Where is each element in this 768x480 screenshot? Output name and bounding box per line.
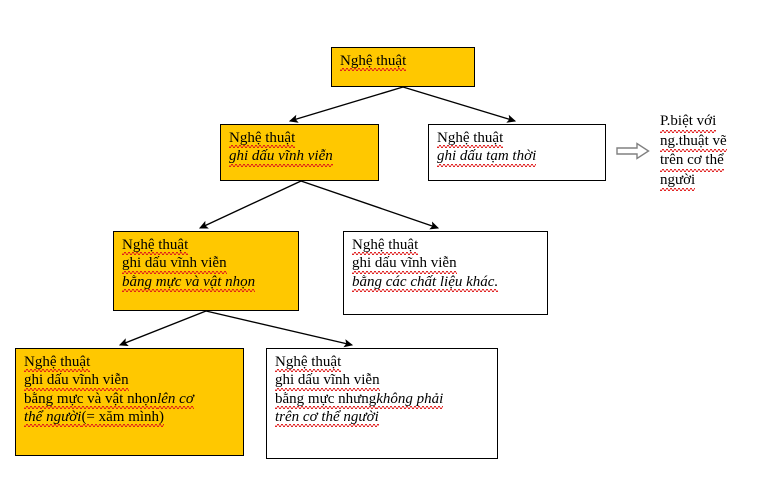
node-notbody-line-3: bằng mực nhưng không phải xyxy=(275,390,444,410)
node-temporary-line-2: ghi dấu tạm thời xyxy=(437,148,537,167)
node-tattoo-line-4: thể người (= xăm mình) xyxy=(24,408,165,428)
node-notbody-line-1: Nghệ thuật xyxy=(275,354,342,373)
annotation-line-1: P.biệt với xyxy=(660,112,765,132)
node-ink-line-2: ghi dấu vĩnh viễn xyxy=(122,255,227,274)
annotation-line-4: người xyxy=(660,171,765,191)
node-other-materials[interactable]: Nghệ thuật ghi dấu vĩnh viễn bằng các ch… xyxy=(343,231,548,315)
node-tattoo-line-2: ghi dấu vĩnh viễn xyxy=(24,372,129,391)
node-permanent-line-1: Nghệ thuật xyxy=(229,130,296,149)
node-temporary-line-1: Nghệ thuật xyxy=(437,130,504,149)
connector-ink-to-notbody xyxy=(205,310,354,348)
node-tattoo-line-1: Nghệ thuật xyxy=(24,354,91,373)
right-block-arrow-icon xyxy=(616,142,650,160)
node-tattoo[interactable]: Nghệ thuật ghi dấu vĩnh viễn bằng mực và… xyxy=(15,348,244,456)
connector-root-to-permanent xyxy=(288,86,404,123)
connector-root-to-temporary xyxy=(402,86,517,123)
connector-permanent-to-ink xyxy=(198,180,302,229)
node-permanent-marking[interactable]: Nghệ thuật ghi dấu vĩnh viễn xyxy=(220,124,379,181)
node-other-line-1: Nghệ thuật xyxy=(352,237,419,256)
node-ink-and-sharp-tool[interactable]: Nghệ thuật ghi dấu vĩnh viễn bằng mực và… xyxy=(113,231,299,311)
node-other-line-3: bằng các chất liệu khác. xyxy=(352,273,499,293)
connector-ink-to-tattoo xyxy=(118,310,207,347)
node-ink-line-1: Nghệ thuật xyxy=(122,237,189,256)
node-notbody-line-2: ghi dấu vĩnh viễn xyxy=(275,372,380,391)
node-temporary-marking[interactable]: Nghệ thuật ghi dấu tạm thời xyxy=(428,124,606,181)
node-permanent-line-2: ghi dấu vĩnh viễn xyxy=(229,148,333,167)
node-notbody-line-4: trên cơ thể người xyxy=(275,408,379,428)
annotation-line-2: ng.thuật vẽ xyxy=(660,132,765,152)
node-tattoo-line-3: bằng mực và vật nhọn lên cơ xyxy=(24,390,194,410)
node-root-line-1: Nghệ thuật xyxy=(340,53,407,72)
node-root-art[interactable]: Nghệ thuật xyxy=(331,47,475,87)
node-not-on-human-body[interactable]: Nghệ thuật ghi dấu vĩnh viễn bằng mực nh… xyxy=(266,348,498,459)
node-other-line-2: ghi dấu vĩnh viễn xyxy=(352,255,457,274)
connector-permanent-to-other xyxy=(300,180,440,230)
node-ink-line-3: bằng mực và vật nhọn xyxy=(122,273,256,293)
annotation-line-3: trên cơ thể xyxy=(660,151,765,171)
annotation-distinguish-body-painting: P.biệt với ng.thuật vẽ trên cơ thể người xyxy=(660,112,765,191)
